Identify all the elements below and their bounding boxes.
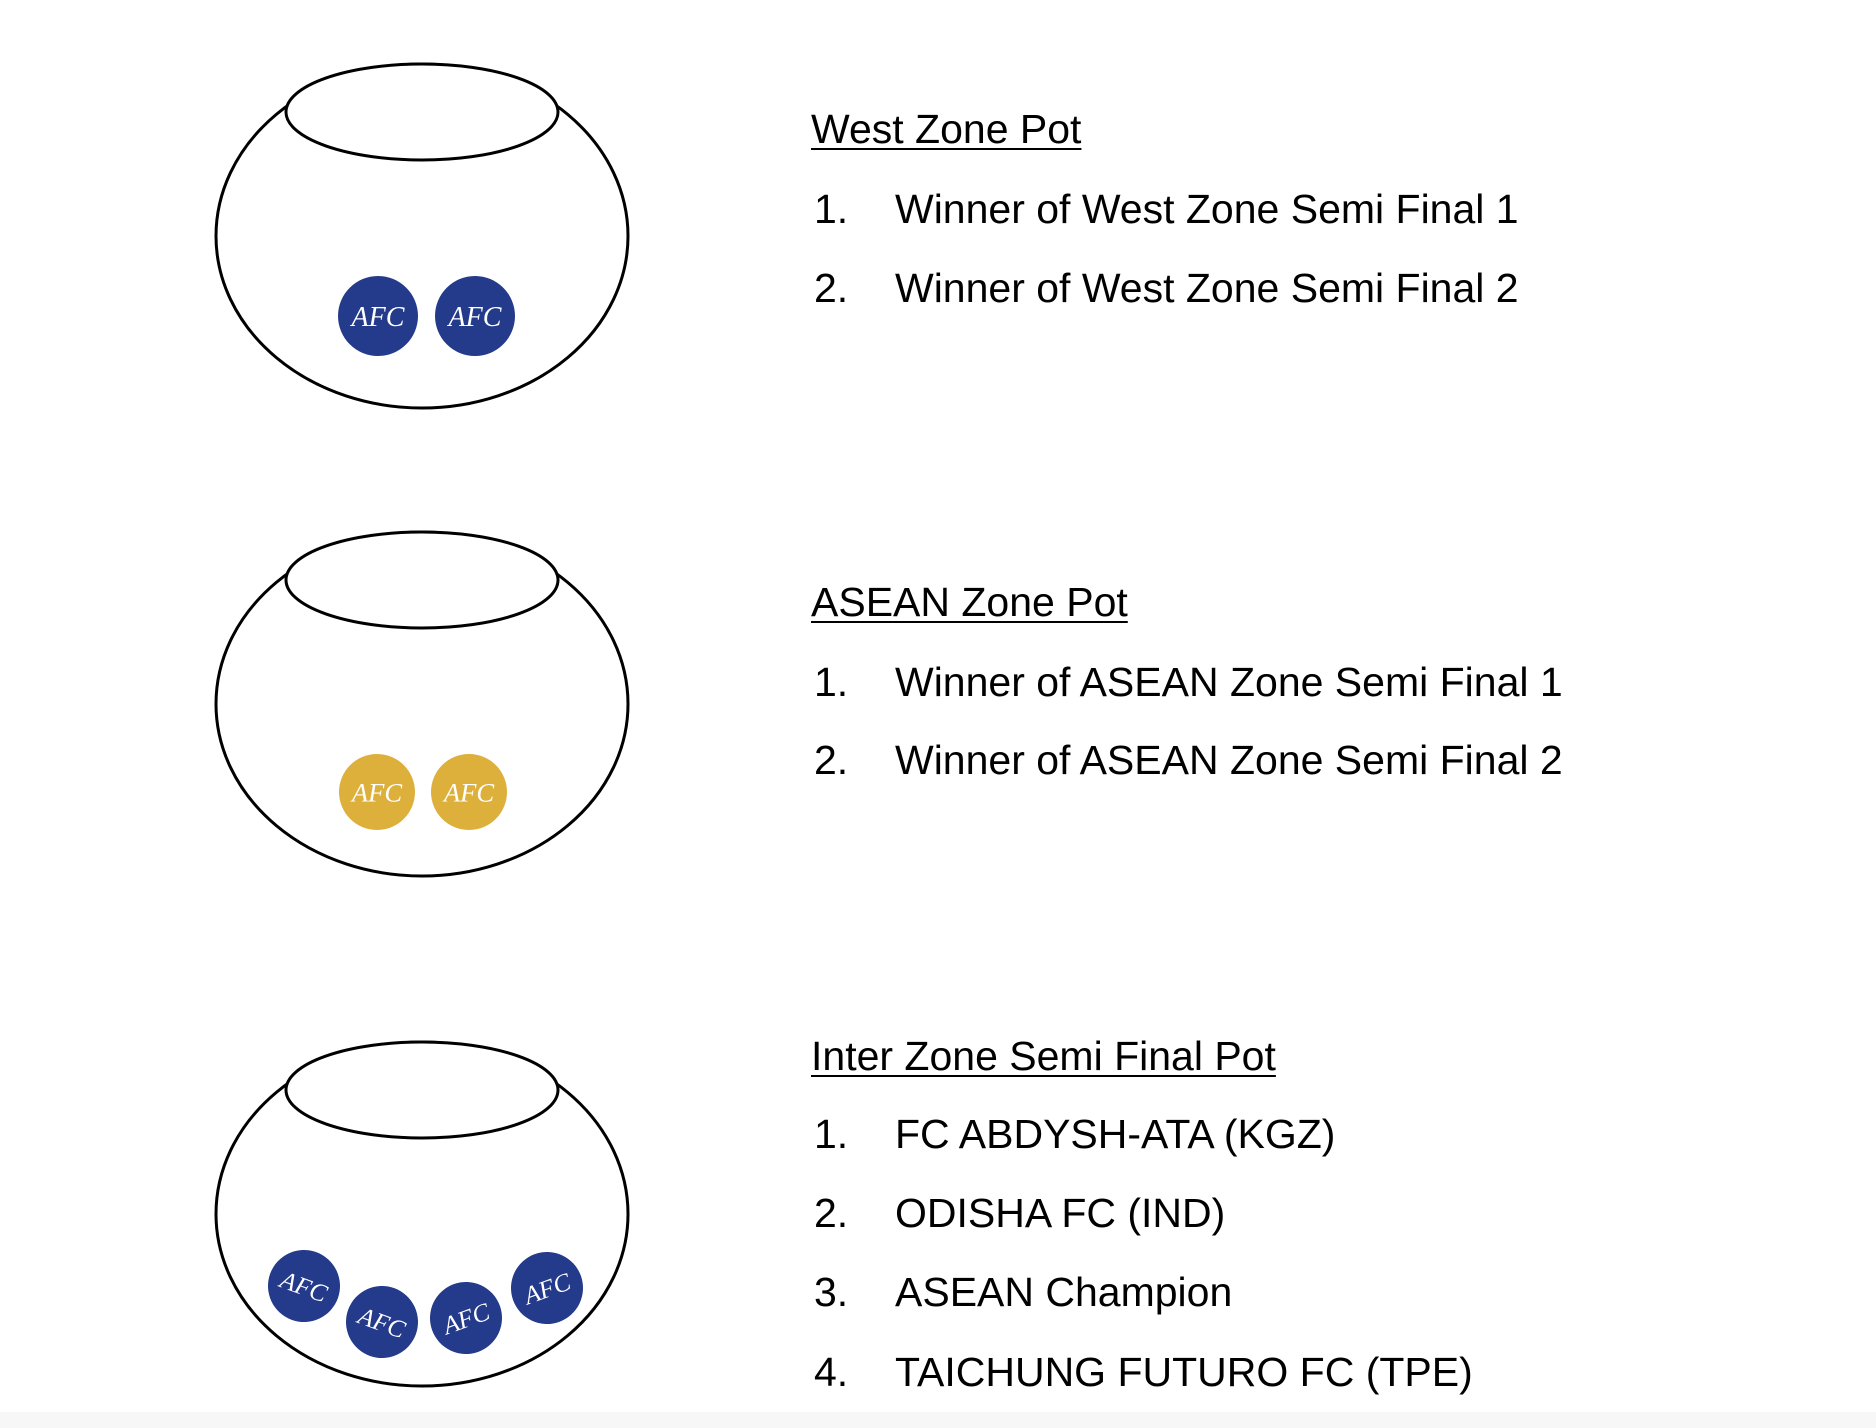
pot-title-west: West Zone Pot (811, 106, 1082, 152)
bottom-band (0, 1412, 1876, 1428)
afc-ball: AFC (511, 1252, 583, 1324)
afc-logo: AFC (350, 778, 402, 808)
pot-title-asean: ASEAN Zone Pot (811, 579, 1128, 625)
afc-logo: AFC (442, 778, 494, 808)
list-number: 1. (814, 186, 849, 232)
list-item: Winner of ASEAN Zone Semi Final 2 (895, 737, 1563, 783)
list-item: Winner of ASEAN Zone Semi Final 1 (895, 659, 1563, 705)
list-number: 2. (814, 1190, 849, 1236)
inter-zone-pot (214, 1040, 630, 1388)
afc-logo: AFC (350, 302, 405, 333)
list-number: 1. (814, 659, 849, 705)
list-number: 2. (814, 737, 849, 783)
pot-title-inter-zone: Inter Zone Semi Final Pot (811, 1033, 1276, 1079)
list-item: ODISHA FC (IND) (895, 1190, 1226, 1236)
afc-ball: AFC (430, 1282, 502, 1354)
list-number: 4. (814, 1349, 849, 1395)
afc-ball: AFC (431, 754, 507, 830)
asean-zone-pot (214, 530, 630, 878)
afc-ball: AFC (338, 276, 418, 356)
west-zone-pot (214, 62, 630, 410)
afc-logo: AFC (447, 302, 502, 333)
list-item: ASEAN Champion (895, 1269, 1233, 1315)
list-number: 3. (814, 1269, 849, 1315)
list-item: FC ABDYSH-ATA (KGZ) (895, 1111, 1336, 1157)
list-number: 1. (814, 1111, 849, 1157)
list-item: Winner of West Zone Semi Final 1 (895, 186, 1519, 232)
afc-ball: AFC (435, 276, 515, 356)
list-item: Winner of West Zone Semi Final 2 (895, 265, 1519, 311)
list-number: 2. (814, 265, 849, 311)
afc-ball: AFC (268, 1250, 340, 1322)
afc-ball: AFC (346, 1286, 418, 1358)
afc-ball: AFC (339, 754, 415, 830)
list-item: TAICHUNG FUTURO FC (TPE) (895, 1349, 1473, 1395)
